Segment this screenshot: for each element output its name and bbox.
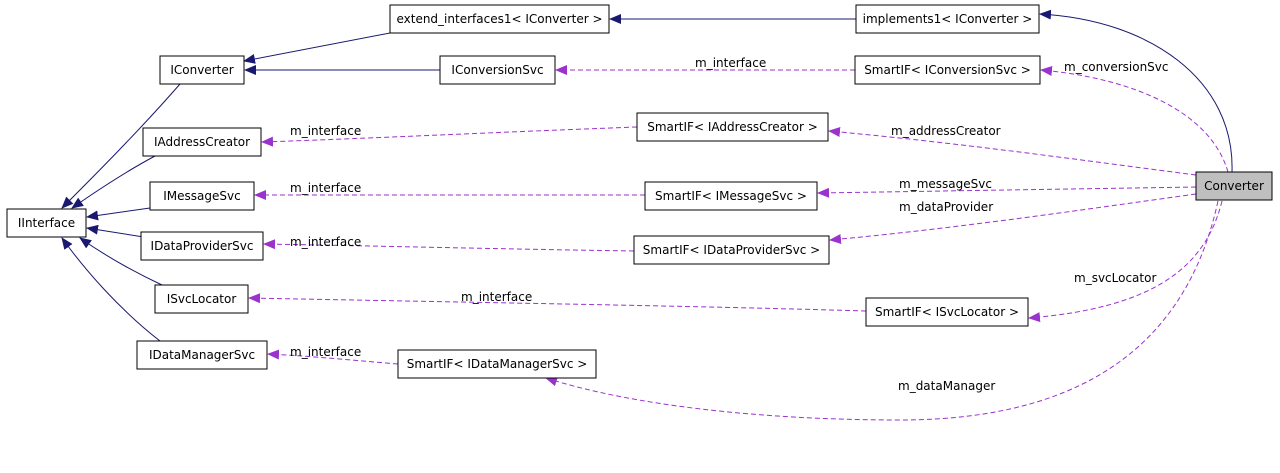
- node-label: implements1< IConverter >: [863, 12, 1033, 26]
- node-smartif-isvclocator[interactable]: SmartIF< ISvcLocator >: [865, 297, 1029, 327]
- edge-labels: m_interface m_conversionSvc m_interface …: [290, 56, 1169, 393]
- node-label: SmartIF< IDataManagerSvc >: [407, 357, 588, 371]
- node-isvclocator[interactable]: ISvcLocator: [154, 284, 249, 314]
- node-label: SmartIF< IConversionSvc >: [864, 63, 1031, 77]
- node-iconverter[interactable]: IConverter: [159, 55, 245, 85]
- edge-m-addresscreator: [828, 127, 1197, 176]
- node-label: IMessageSvc: [163, 189, 240, 203]
- label-address-interface: m_interface: [290, 124, 361, 138]
- label-m-messagesvc: m_messageSvc: [899, 177, 992, 191]
- label-m-conversionsvc: m_conversionSvc: [1064, 60, 1169, 74]
- node-label: SmartIF< IMessageSvc >: [655, 189, 807, 203]
- label-m-svclocator: m_svcLocator: [1074, 271, 1156, 285]
- node-iaddresscreator[interactable]: IAddressCreator: [142, 127, 262, 157]
- label-svclocator-interface: m_interface: [461, 290, 532, 304]
- node-label: IDataProviderSvc: [151, 239, 254, 253]
- edge-m-conversionsvc: [1040, 66, 1229, 173]
- node-label: SmartIF< ISvcLocator >: [875, 305, 1019, 319]
- label-datamanager-interface: m_interface: [290, 345, 361, 359]
- node-iinterface[interactable]: IInterface: [6, 208, 87, 238]
- usage-edges: [248, 65, 1229, 421]
- node-converter[interactable]: Converter: [1195, 171, 1273, 201]
- label-conversion-interface: m_interface: [695, 56, 766, 70]
- node-label: SmartIF< IDataProviderSvc >: [643, 243, 820, 257]
- node-label: IDataManagerSvc: [149, 348, 255, 362]
- edge-iconverter-to-iinterface: [61, 83, 181, 209]
- node-label: Converter: [1204, 179, 1264, 193]
- edge-idataprovidersvc-to-iinterface: [86, 224, 151, 239]
- label-m-addresscreator: m_addressCreator: [891, 124, 1001, 138]
- edge-datamanager-interface: [267, 349, 399, 365]
- inheritance-edges: [61, 9, 1233, 342]
- edge-m-datamanager: [545, 200, 1219, 421]
- node-label: ISvcLocator: [167, 292, 237, 306]
- node-extend-interfaces1[interactable]: extend_interfaces1< IConverter >: [389, 4, 610, 34]
- node-label: IConverter: [170, 63, 233, 77]
- node-label: IConversionSvc: [451, 63, 543, 77]
- node-imessagesvc[interactable]: IMessageSvc: [149, 181, 255, 211]
- edge-iaddresscreator-to-iinterface: [71, 155, 156, 209]
- node-iconversionsvc[interactable]: IConversionSvc: [439, 55, 556, 85]
- node-smartif-iconversionsvc[interactable]: SmartIF< IConversionSvc >: [854, 55, 1041, 85]
- edge-isvclocator-to-iinterface: [79, 237, 163, 286]
- edge-converter-to-implements1: [1039, 9, 1233, 173]
- edge-extend-interfaces1-to-iconverter: [243, 32, 391, 64]
- label-dataprovider-interface: m_interface: [290, 235, 361, 249]
- edge-address-interface: [261, 126, 638, 147]
- node-smartif-iaddresscreator[interactable]: SmartIF< IAddressCreator >: [636, 112, 829, 142]
- node-smartif-idatamanagersvc[interactable]: SmartIF< IDataManagerSvc >: [397, 349, 597, 379]
- node-smartif-imessagesvc[interactable]: SmartIF< IMessageSvc >: [644, 181, 818, 211]
- nodes: extend_interfaces1< IConverter > impleme…: [6, 4, 1273, 379]
- node-idatamanagersvc[interactable]: IDataManagerSvc: [136, 340, 268, 370]
- node-implements1[interactable]: implements1< IConverter >: [855, 4, 1040, 34]
- label-m-datamanager: m_dataManager: [898, 379, 995, 393]
- node-smartif-idataprovidersvc[interactable]: SmartIF< IDataProviderSvc >: [633, 235, 830, 265]
- node-idataprovidersvc[interactable]: IDataProviderSvc: [140, 231, 264, 261]
- edge-imessagesvc-to-iinterface: [86, 207, 151, 221]
- node-label: IInterface: [18, 216, 75, 230]
- node-label: SmartIF< IAddressCreator >: [647, 120, 818, 134]
- edge-m-svclocator: [1028, 200, 1223, 323]
- edge-m-dataprovider: [829, 193, 1197, 244]
- edge-idatamanagersvc-to-iinterface: [61, 237, 161, 342]
- label-message-interface: m_interface: [290, 181, 361, 195]
- edge-m-messagesvc: [817, 186, 1197, 198]
- label-m-dataprovider: m_dataProvider: [899, 200, 993, 214]
- edge-dataprovider-interface: [263, 239, 635, 252]
- node-label: extend_interfaces1< IConverter >: [396, 12, 602, 26]
- edge-svclocator-interface: [248, 293, 867, 312]
- node-label: IAddressCreator: [154, 135, 250, 149]
